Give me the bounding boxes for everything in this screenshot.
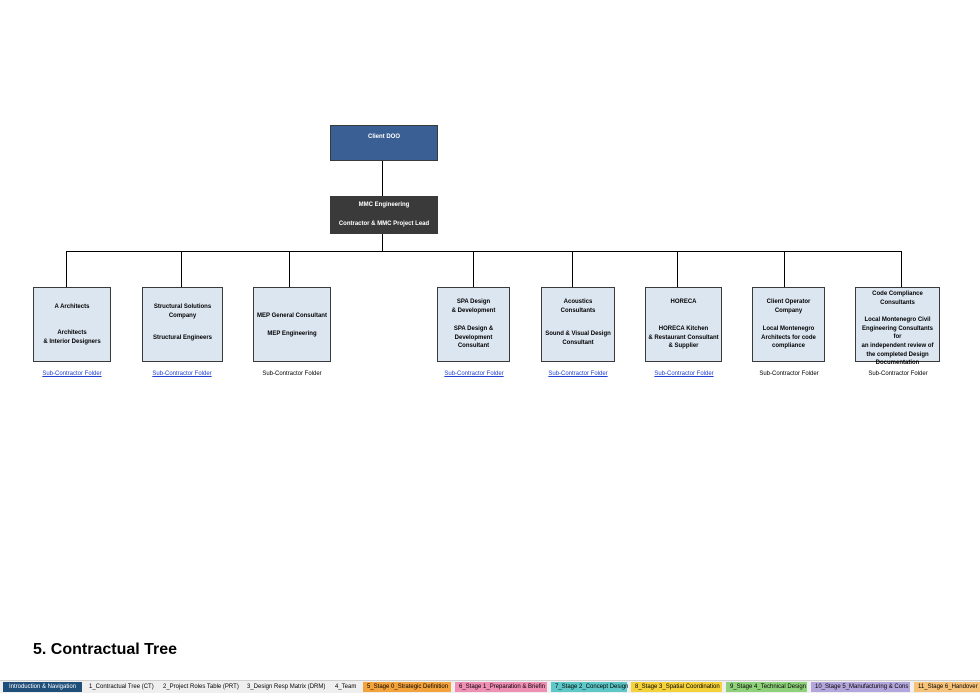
connector-top-to-lead: [382, 161, 383, 196]
connector-drop: [677, 251, 678, 287]
sheet-tab[interactable]: 4_Team: [331, 682, 359, 692]
sheet-tab[interactable]: 11_Stage 6_Handover: [914, 682, 980, 692]
subcontractor-description: Local Montenegro Architects for code com…: [761, 326, 816, 350]
subcontractor-description: Local Montenegro Civil Engineering Consu…: [861, 317, 934, 367]
sheet-tab-bar: Introduction & Navigation 1_Contractual …: [0, 680, 980, 693]
sheet-tab[interactable]: 1_Contractual Tree (CT): [85, 682, 155, 692]
lead-node-title: MMC Engineering: [358, 202, 410, 208]
connector-drop: [473, 251, 474, 287]
subcontractor-title: SPA Design & Development: [451, 299, 496, 314]
subcontractor-description: MEP Engineering: [267, 331, 317, 337]
sheet-tab[interactable]: Introduction & Navigation: [3, 682, 82, 692]
subcontractor-description: Architects & Interior Designers: [43, 330, 101, 345]
connector-drop: [181, 251, 182, 287]
subcontractor-node: Structural Solutions Company Structural …: [142, 287, 223, 362]
lead-node: MMC Engineering Contractor & MMC Project…: [330, 196, 438, 234]
subcontractor-node: A Architects Architects & Interior Desig…: [33, 287, 111, 362]
subcontractor-title: Structural Solutions Company: [153, 304, 212, 319]
lead-node-role: Contractor & MMC Project Lead: [338, 221, 430, 227]
subcontractor-folder-link[interactable]: Sub-Contractor Folder: [444, 371, 504, 377]
subcontractor-description: HORECA Kitchen & Restaurant Consultant &…: [648, 326, 719, 350]
subcontractor-node: Client Operator Company Local Montenegro…: [752, 287, 825, 362]
connector-drop: [66, 251, 67, 287]
connector-lead-down: [382, 234, 383, 251]
connector-drop: [289, 251, 290, 287]
subcontractor-description: Sound & Visual Design Consultant: [545, 331, 611, 346]
subcontractor-title: Code Compliance Consultants: [872, 291, 923, 306]
sheet-tab[interactable]: 5_Stage 0_Strategic Definition: [363, 682, 451, 692]
connector-drop: [784, 251, 785, 287]
subcontractor-folder-link[interactable]: Sub-Contractor Folder: [654, 371, 714, 377]
sheet-tab[interactable]: 6_Stage 1_Preparation & Briefin: [455, 682, 547, 692]
subcontractor-folder-link[interactable]: Sub-Contractor Folder: [548, 371, 608, 377]
connector-horizontal-bus: [66, 251, 902, 252]
subcontractor-description: SPA Design & Development Consultant: [453, 326, 494, 350]
subcontractor-node: Code Compliance Consultants Local Monten…: [855, 287, 940, 366]
subcontractor-node: MEP General Consultant MEP Engineering: [253, 287, 331, 362]
subcontractor-title: Acoustics Consultants: [560, 299, 596, 314]
sheet-tab[interactable]: 2_Project Roles Table (PRT): [159, 682, 239, 692]
sheet-tab[interactable]: 8_Stage 3_Spatial Coordination: [631, 682, 722, 692]
subcontractor-title: MEP General Consultant: [257, 313, 327, 319]
subcontractor-title: HORECA: [670, 299, 697, 305]
client-node-label: Client DOO: [367, 134, 400, 140]
subcontractor-node: SPA Design & Development SPA Design & De…: [437, 287, 510, 362]
subcontractor-title: A Architects: [54, 304, 90, 310]
sheet-tab[interactable]: 7_Stage 2_Concept Design: [551, 682, 628, 692]
subcontractor-node: Acoustics Consultants Sound & Visual Des…: [541, 287, 615, 362]
sheet-tab[interactable]: 10_Stage 5_Manufacturing & Cons: [811, 682, 910, 692]
subcontractor-title: Client Operator Company: [766, 299, 811, 314]
subcontractor-folder-text: Sub-Contractor Folder: [868, 371, 928, 377]
subcontractor-folder-link[interactable]: Sub-Contractor Folder: [42, 371, 102, 377]
subcontractor-node: HORECA HORECA Kitchen & Restaurant Consu…: [645, 287, 722, 362]
subcontractor-folder-text: Sub-Contractor Folder: [262, 371, 322, 377]
connector-drop: [901, 251, 902, 287]
client-node: Client DOO: [330, 125, 438, 161]
sheet-tab[interactable]: 9_Stage 4_Technical Design: [726, 682, 807, 692]
subcontractor-description: Structural Engineers: [152, 335, 212, 341]
subcontractor-folder-link[interactable]: Sub-Contractor Folder: [152, 371, 212, 377]
subcontractor-folder-text: Sub-Contractor Folder: [759, 371, 819, 377]
connector-drop: [572, 251, 573, 287]
sheet-tab[interactable]: 3_Design Resp Matrix (DRM): [243, 682, 326, 692]
page-title: 5. Contractual Tree: [33, 641, 178, 658]
